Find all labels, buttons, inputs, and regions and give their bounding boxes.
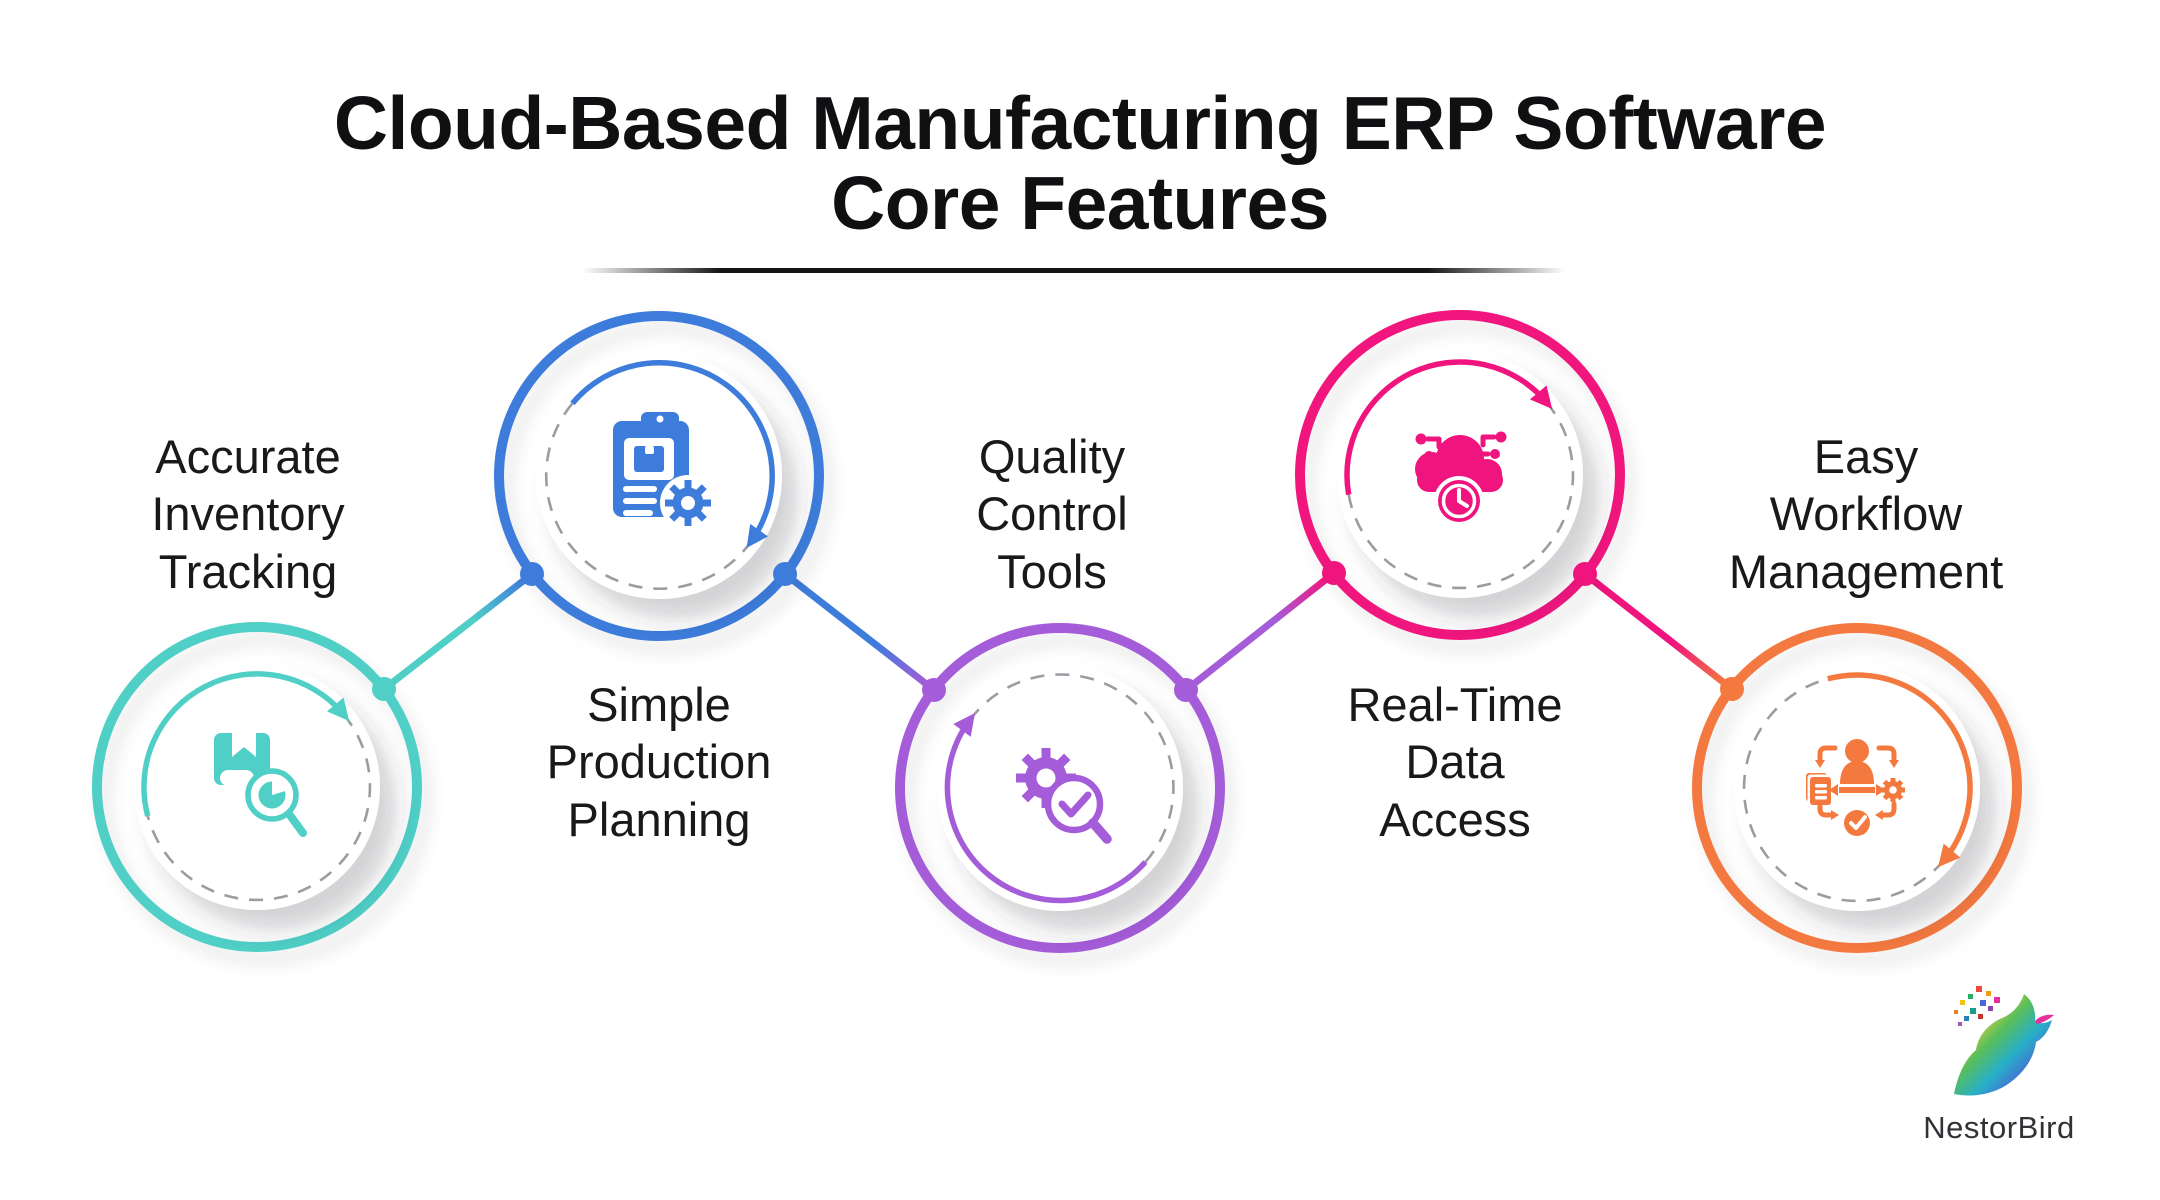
connector-1-2 — [381, 571, 535, 692]
progress-arc — [1827, 672, 1973, 868]
outer-ring — [92, 622, 422, 952]
label-easy-workflow-management: Easy Workflow Management — [1728, 430, 2004, 598]
nestorbird-logo-icon — [1954, 986, 2054, 1096]
dashed-arc — [146, 713, 372, 902]
connector-dot — [1174, 678, 1198, 702]
person-workflow-icon — [1806, 739, 1905, 836]
connector-dot — [1720, 677, 1744, 701]
dashed-arc — [1742, 677, 1945, 903]
outer-ring — [1692, 623, 2022, 953]
label-quality-control-tools: Quality Control Tools — [976, 430, 1128, 598]
node-easy-workflow-management — [1692, 623, 2022, 953]
connector-lines — [381, 570, 1735, 693]
node-real-time-data-access — [1295, 310, 1625, 640]
clipboard-gear-icon — [613, 412, 716, 531]
page-title: Cloud-Based Manufacturing ERP Software C… — [333, 81, 1827, 245]
label-accurate-inventory-tracking: Accurate Inventory Tracking — [151, 430, 345, 598]
connector-dot — [372, 677, 396, 701]
progress-arc — [944, 713, 1148, 904]
dashed-arc — [1347, 401, 1575, 590]
progress-arc — [1344, 359, 1553, 496]
connector-3-4 — [1183, 570, 1337, 693]
connector-4-5 — [1582, 571, 1735, 692]
node-quality-control-tools — [895, 623, 1225, 953]
node-simple-production-planning — [494, 311, 824, 641]
progress-arc — [141, 671, 350, 817]
outer-ring — [895, 623, 1225, 953]
gear-magnifier-check-icon — [1016, 748, 1112, 844]
connector-dot — [1573, 562, 1597, 586]
node-accurate-inventory-tracking — [92, 622, 422, 952]
connector-dot — [1322, 561, 1346, 585]
label-simple-production-planning: Simple Production Planning — [546, 678, 772, 846]
connector-2-3 — [782, 571, 937, 693]
dashed-arc — [968, 673, 1175, 863]
inventory-box-magnifier-icon — [214, 733, 307, 837]
connector-dot — [922, 678, 946, 702]
title-underline — [582, 268, 1566, 273]
outer-ring — [494, 311, 824, 641]
label-real-time-data-access: Real-Time Data Access — [1347, 678, 1563, 846]
dashed-arc — [544, 402, 753, 590]
connector-dot — [773, 562, 797, 586]
cloud-clock-icon — [1415, 431, 1507, 526]
progress-arc — [570, 360, 775, 548]
brand-name: NestorBird — [1923, 1110, 2075, 1145]
connector-dot — [520, 562, 544, 586]
outer-ring — [1295, 310, 1625, 640]
